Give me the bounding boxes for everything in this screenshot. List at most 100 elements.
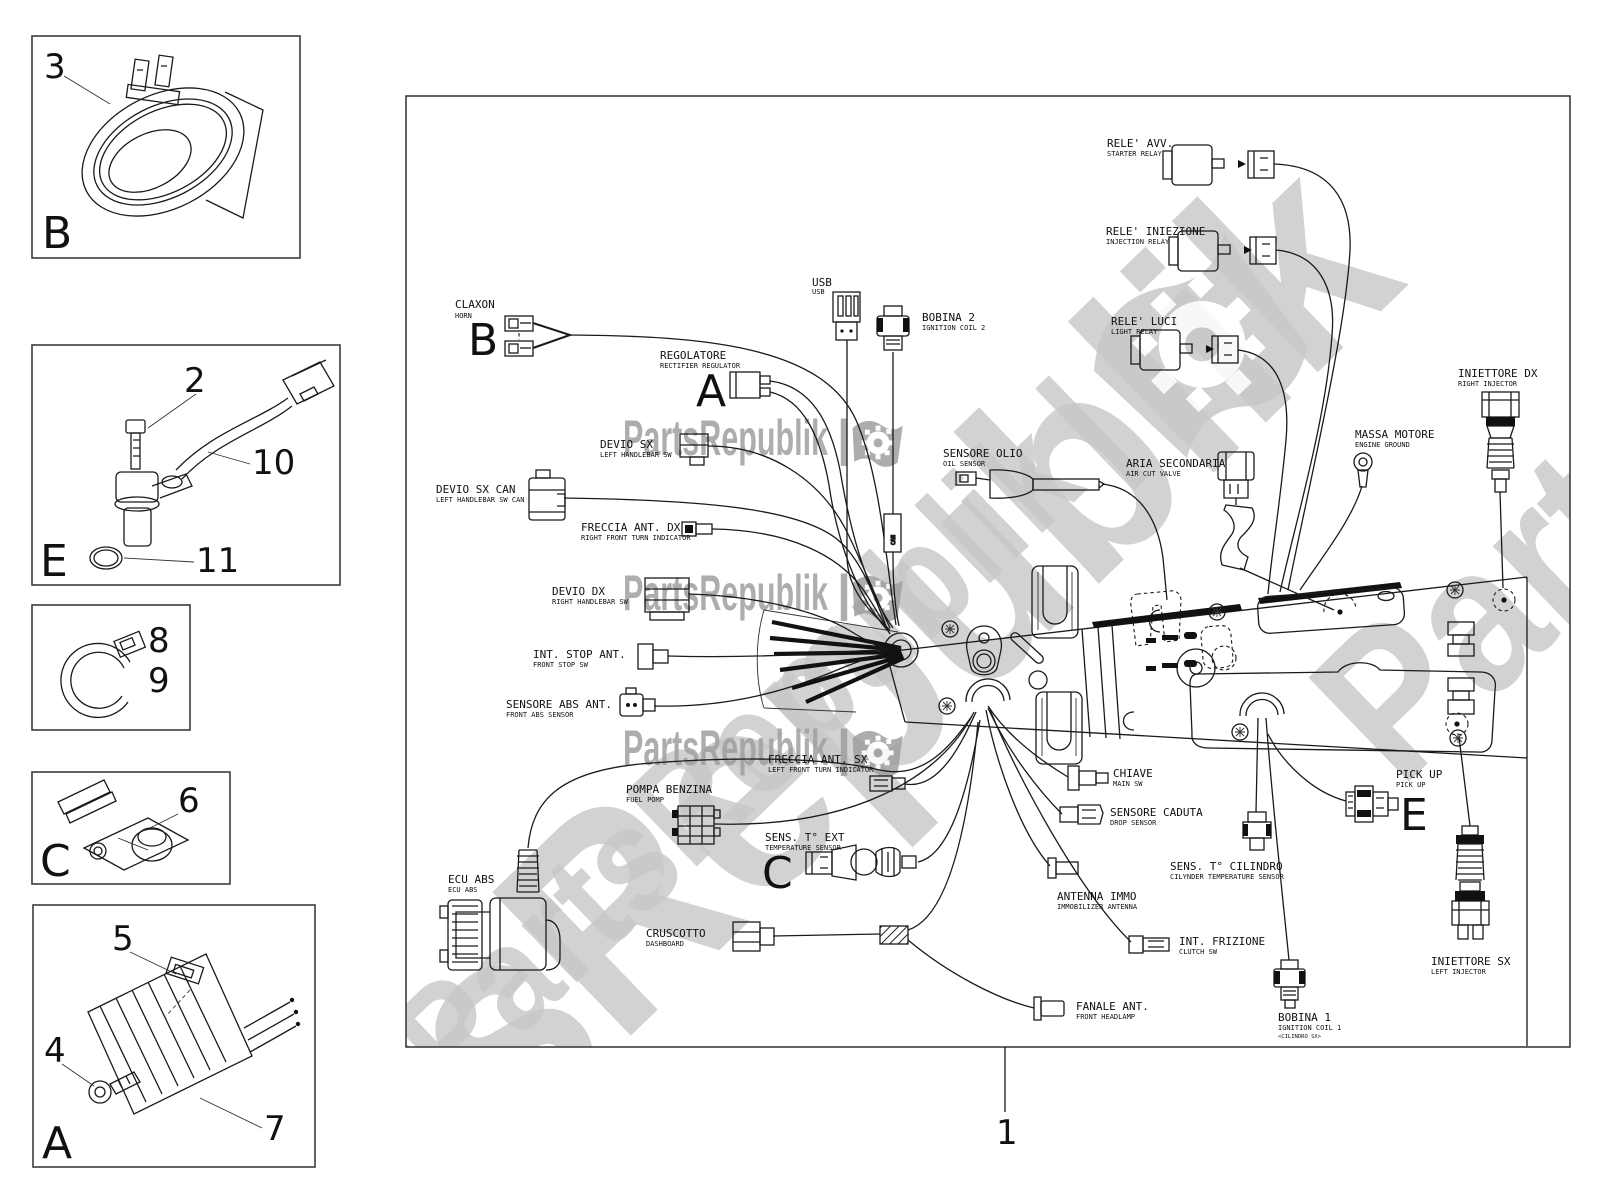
part-number: 2 — [184, 361, 206, 401]
wire-ecu-abs — [527, 715, 973, 849]
panel-pickup-sensor: 2 10 11 E — [31, 344, 341, 587]
fanale-ant-connector — [1033, 996, 1065, 1021]
wire-int-stop-ant — [667, 649, 887, 658]
svg-text:MAIN SW: MAIN SW — [1113, 780, 1143, 788]
label-fanale-ant: FANALE ANT.FRONT HEADLAMP — [1076, 1000, 1149, 1021]
regolatore-connector — [729, 371, 771, 399]
antenna-immo-connector — [1047, 857, 1079, 879]
wire-iniettore-dx — [1499, 491, 1504, 589]
connectors: CAN — [439, 144, 1520, 1021]
cruscotto-connector — [732, 921, 909, 952]
wire-freccia-ant-sx — [904, 711, 977, 786]
main-diagram-border — [405, 95, 1571, 1048]
svg-text:B: B — [468, 315, 498, 366]
svg-text:POMPA BENZINA: POMPA BENZINA — [626, 783, 712, 796]
devio-sx-can-connector — [528, 469, 566, 521]
svg-text:ARIA SECONDARIA: ARIA SECONDARIA — [1126, 457, 1226, 470]
chiave-connector — [1067, 765, 1109, 791]
svg-text:LEFT HANDLEBAR SW CAN: LEFT HANDLEBAR SW CAN — [436, 496, 525, 504]
svg-text:RIGHT FRONT TURN INDICATOR: RIGHT FRONT TURN INDICATOR — [581, 534, 691, 542]
svg-text:USB: USB — [812, 276, 832, 289]
panel-clamp: 8 9 — [31, 604, 191, 731]
bobina2-connector — [876, 305, 910, 351]
clamp-drawing — [60, 630, 147, 719]
svg-text:USB: USB — [812, 288, 825, 296]
wire-devio-dx — [688, 593, 889, 651]
svg-text:DEVIO SX: DEVIO SX — [600, 438, 653, 451]
sensore-olio-connector — [955, 469, 1106, 499]
svg-text:ENGINE GROUND: ENGINE GROUND — [1355, 441, 1410, 449]
wire-sens-t-cilindro — [1255, 717, 1259, 813]
part-number: 4 — [44, 1031, 66, 1071]
svg-text:CILYNDER TEMPERATURE SENSOR: CILYNDER TEMPERATURE SENSOR — [1170, 873, 1285, 881]
ecu-abs-connector — [439, 849, 561, 971]
freccia-ant-sx-connector — [869, 775, 906, 792]
wire-sensore-abs — [653, 653, 885, 707]
svg-text:FUEL POMP: FUEL POMP — [626, 796, 664, 804]
svg-text:FRONT HEADLAMP: FRONT HEADLAMP — [1076, 1013, 1135, 1021]
frame-plate-drawing — [883, 565, 1528, 1046]
rele-luci-connector — [1130, 329, 1239, 371]
wire-antenna-immo — [985, 709, 1051, 867]
svg-text:SENSORE CADUTA: SENSORE CADUTA — [1110, 806, 1203, 819]
wire-regolatore-1 — [769, 380, 894, 629]
svg-text:DROP SENSOR: DROP SENSOR — [1110, 819, 1157, 827]
svg-text:CAN: CAN — [891, 535, 897, 545]
svg-text:AIR CUT VALVE: AIR CUT VALVE — [1126, 470, 1181, 478]
devio-sx-connector — [679, 433, 709, 466]
svg-text:|: | — [837, 410, 851, 467]
svg-text:ANTENNA IMMO: ANTENNA IMMO — [1057, 890, 1136, 903]
label-int-stop-ant: INT. STOP ANT.FRONT STOP SW — [533, 648, 626, 669]
svg-text:ECU ABS: ECU ABS — [448, 873, 494, 886]
wire-iniettore-sx — [1458, 736, 1471, 827]
pick-up-connector — [1345, 785, 1399, 823]
svg-text:RELE' LUCI: RELE' LUCI — [1111, 315, 1177, 328]
pompa-benzina-connector — [672, 805, 721, 845]
wire-sensore-olio — [1101, 483, 1168, 601]
part-number: 11 — [196, 541, 239, 581]
svg-text:RIGHT HANDLEBAR SW: RIGHT HANDLEBAR SW — [552, 598, 629, 606]
svg-text:FRONT STOP SW: FRONT STOP SW — [533, 661, 589, 669]
svg-text:IGNITION COIL 1: IGNITION COIL 1 — [1278, 1024, 1341, 1032]
regulator-drawing — [87, 953, 301, 1115]
svg-text:OIL SENSOR: OIL SENSOR — [943, 460, 986, 468]
svg-text:INIETTORE SX: INIETTORE SX — [1431, 955, 1511, 968]
svg-text:LIGHT RELAY: LIGHT RELAY — [1111, 328, 1158, 336]
svg-text:|: | — [837, 565, 851, 622]
svg-text:PartsRepublik: PartsRepublik — [623, 720, 828, 776]
part-number: 8 — [148, 621, 170, 661]
freccia-ant-dx-connector — [681, 521, 713, 537]
sensore-abs-connector — [619, 687, 656, 717]
svg-text:ECU ABS: ECU ABS — [448, 886, 478, 894]
wire-devio-sx-can — [563, 497, 889, 632]
sensore-caduta-connector — [1059, 804, 1104, 825]
wire-freccia-ant-dx — [711, 528, 891, 635]
part-number: 10 — [252, 443, 295, 483]
usb-connector — [832, 291, 861, 341]
iniettore-dx-connector — [1481, 391, 1520, 493]
int-frizione-connector — [1128, 935, 1170, 954]
massa-motore-connector — [1353, 452, 1373, 488]
wires — [527, 163, 1504, 1009]
svg-text:HORN: HORN — [455, 312, 472, 320]
svg-text:A: A — [696, 366, 726, 417]
diagram-callout-number: 1 — [996, 1113, 1018, 1153]
aria-secondaria-connector — [1217, 451, 1255, 571]
claxon-connector — [504, 315, 574, 357]
